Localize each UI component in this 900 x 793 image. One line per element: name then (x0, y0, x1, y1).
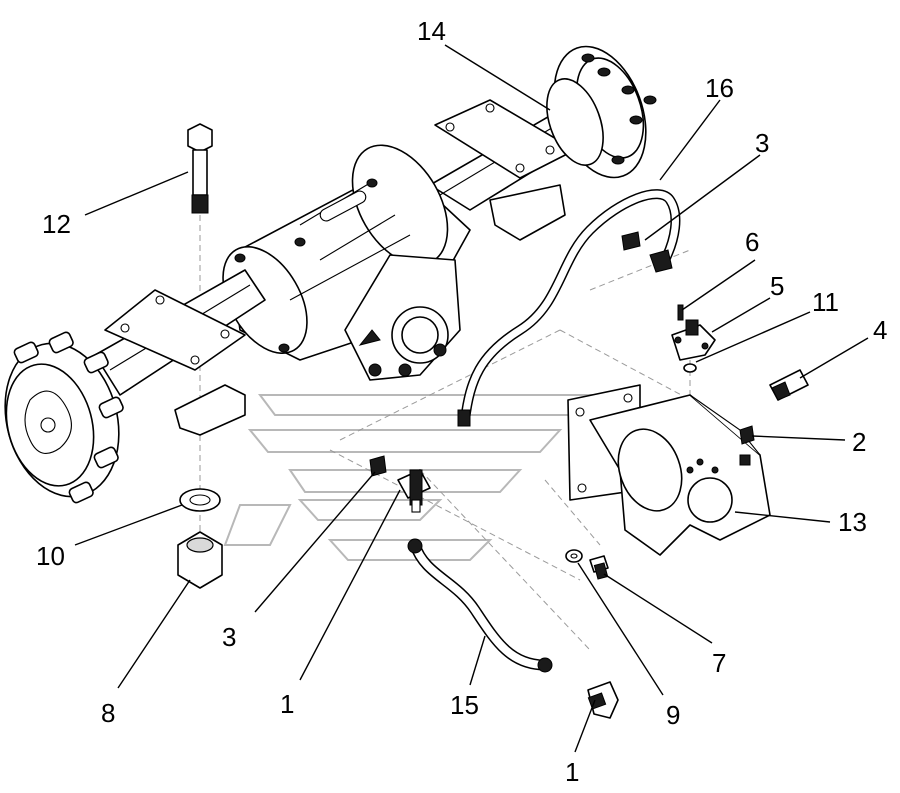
pump-13 (567, 384, 771, 556)
tee-fitting-1-upper (397, 469, 431, 513)
callout-13: 13 (838, 507, 867, 537)
callout-10: 10 (36, 541, 65, 571)
callout-15: 15 (450, 690, 479, 720)
o-ring-11 (683, 363, 697, 373)
bolt-12 (187, 123, 213, 214)
callout-9: 9 (666, 700, 680, 730)
adapter-fitting-4 (769, 369, 809, 401)
callout-1-upper: 1 (280, 689, 294, 719)
callout-labels: 14 16 3 6 5 11 4 12 2 13 10 3 7 1 8 15 9… (36, 16, 887, 787)
callout-3-lower: 3 (222, 622, 236, 652)
hose-15 (407, 538, 553, 673)
callout-3-upper: 3 (755, 128, 769, 158)
callout-7: 7 (712, 648, 726, 678)
callout-2: 2 (852, 427, 866, 457)
callout-4: 4 (873, 315, 887, 345)
callout-8: 8 (101, 698, 115, 728)
nut-8 (177, 531, 223, 589)
callout-5: 5 (770, 271, 784, 301)
callout-12: 12 (42, 209, 71, 239)
elbow-fitting-1-lower (587, 681, 619, 719)
fitting-2 (739, 425, 755, 445)
fitting-3-upper (621, 231, 641, 251)
hose-16 (457, 189, 681, 427)
callout-6: 6 (745, 227, 759, 257)
callout-14: 14 (417, 16, 446, 46)
flange-5 (671, 319, 716, 361)
small-bolt-6 (677, 304, 684, 321)
callout-11: 11 (812, 287, 839, 317)
drive-axle-assembly (4, 45, 657, 504)
callout-1-lower: 1 (565, 757, 579, 787)
leader-lines (74, 44, 869, 753)
washer-9 (565, 549, 583, 563)
fitting-3-lower (369, 455, 387, 477)
callout-16: 16 (705, 73, 734, 103)
washer-10 (179, 488, 221, 512)
